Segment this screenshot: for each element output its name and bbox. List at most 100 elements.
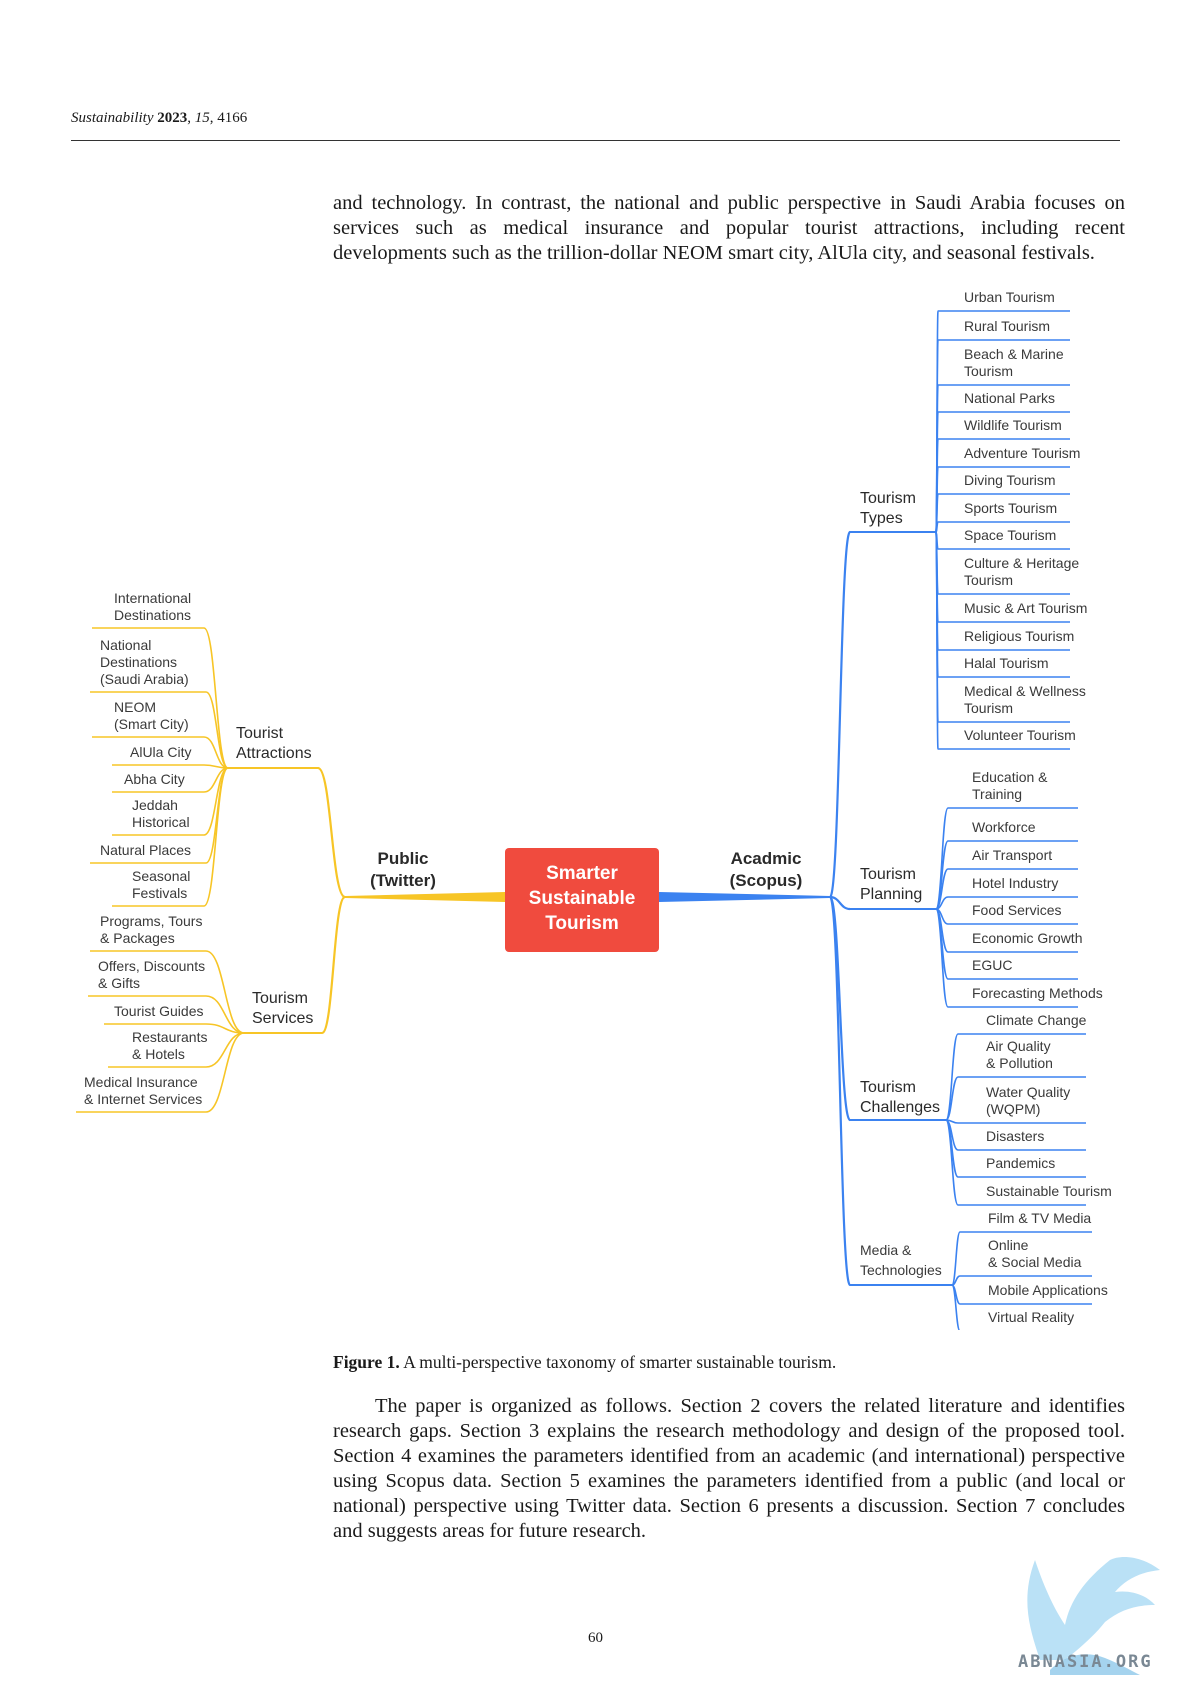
academic-perspective-label-line: (Scopus) <box>730 871 803 890</box>
academic-item-label-line: Forecasting Methods <box>972 985 1103 1001</box>
public-group-label-line: Tourist <box>236 725 284 742</box>
academic-item-label-line: Air Transport <box>972 847 1052 863</box>
public-item-label-line: Programs, Tours <box>100 913 202 929</box>
academic-item-label-line: Pandemics <box>986 1155 1055 1171</box>
public-item-connector <box>205 1023 245 1034</box>
taxonomy-mind-map: SmarterSustainableTourismPublic(Twitter)… <box>76 289 1112 1330</box>
public-item-label-line: Restaurants <box>132 1029 207 1045</box>
academic-item-label-line: Climate Change <box>986 1012 1087 1028</box>
public-item-label-line: Festivals <box>132 885 187 901</box>
public-item-connector <box>203 767 229 907</box>
figure-caption-text: A multi-perspective taxonomy of smarter … <box>403 1352 837 1372</box>
academic-item-connector <box>945 1033 959 1121</box>
public-group-label-line: Tourism <box>252 990 308 1007</box>
center-node-box <box>505 848 659 952</box>
academic-item-label-line: Education & <box>972 769 1048 785</box>
public-item-label-line: International <box>114 590 191 606</box>
academic-item-label-line: Online <box>988 1237 1029 1253</box>
academic-item-connector <box>951 1284 961 1330</box>
academic-item-label-line: Mobile Applications <box>988 1282 1108 1298</box>
academic-item-label-line: & Social Media <box>988 1254 1082 1270</box>
public-item-label-line: Destinations <box>100 654 177 670</box>
academic-group-label-line: Tourism <box>860 866 916 883</box>
academic-group-label-line: Challenges <box>860 1099 940 1116</box>
academic-group-connector <box>829 895 851 911</box>
public-item-label-line: National <box>100 637 151 653</box>
academic-item-label-line: Tourism <box>964 572 1013 588</box>
academic-item-label-line: Training <box>972 786 1022 802</box>
academic-item-label-line: Culture & Heritage <box>964 555 1079 571</box>
page-number: 60 <box>588 1630 603 1646</box>
academic-item-label-line: & Pollution <box>986 1055 1053 1071</box>
article-number: 4166 <box>217 110 248 126</box>
academic-item-label-line: Halal Tourism <box>964 655 1049 671</box>
academic-item-label-line: Tourism <box>964 363 1013 379</box>
academic-group-label-line: Tourism <box>860 1079 916 1096</box>
academic-item-label-line: Sports Tourism <box>964 500 1057 516</box>
public-item-label-line: Seasonal <box>132 868 190 884</box>
public-group-label-line: Services <box>252 1010 313 1027</box>
academic-group-label-line: Media & <box>860 1242 912 1258</box>
public-item-label-line: Historical <box>132 814 190 830</box>
public-item-label-line: (Smart City) <box>114 716 189 732</box>
academic-item-label-line: Wildlife Tourism <box>964 417 1062 433</box>
center-node-label: Tourism <box>545 913 619 934</box>
center-node-label: Smarter <box>546 863 618 884</box>
griffin-logo-watermark <box>1027 1557 1160 1675</box>
academic-item-label-line: Workforce <box>972 819 1036 835</box>
academic-group-connector <box>828 530 852 899</box>
academic-trunk <box>659 892 830 902</box>
academic-item-label-line: Adventure Tourism <box>964 445 1080 461</box>
public-item-connector <box>205 950 245 1034</box>
academic-item-label-line: Tourism <box>964 700 1013 716</box>
academic-item-connector <box>935 908 949 1008</box>
academic-item-label-line: Economic Growth <box>972 930 1082 946</box>
public-item-label-line: & Internet Services <box>84 1091 202 1107</box>
public-item-connector <box>203 736 229 769</box>
intro-paragraph-text: and technology. In contrast, the nationa… <box>333 192 1125 264</box>
public-item-connector <box>205 1032 245 1068</box>
academic-item-label-line: Medical & Wellness <box>964 683 1086 699</box>
public-item-label-line: Tourist Guides <box>114 1003 203 1019</box>
public-item-connector <box>205 995 245 1034</box>
academic-item-label-line: Beach & Marine <box>964 346 1064 362</box>
public-item-connector <box>205 767 229 864</box>
public-perspective-label-line: (Twitter) <box>370 871 436 890</box>
public-item-label-line: NEOM <box>114 699 156 715</box>
academic-item-label-line: (WQPM) <box>986 1101 1040 1117</box>
academic-group-label-line: Tourism <box>860 490 916 507</box>
academic-item-label-line: Volunteer Tourism <box>964 727 1076 743</box>
public-group-connector <box>320 895 347 1035</box>
figure-caption: Figure 1. A multi-perspective taxonomy o… <box>333 1352 836 1373</box>
academic-group-label-line: Planning <box>860 886 922 903</box>
journal-name: Sustainability <box>71 110 154 126</box>
intro-paragraph: and technology. In contrast, the nationa… <box>333 191 1125 266</box>
public-item-label-line: (Saudi Arabia) <box>100 671 189 687</box>
academic-item-connector <box>945 1119 959 1206</box>
public-item-label-line: Abha City <box>124 771 185 787</box>
academic-item-label-line: Air Quality <box>986 1038 1051 1054</box>
public-item-label-line: Natural Places <box>100 842 191 858</box>
public-group-label-line: Attractions <box>236 745 312 762</box>
journal-volume: 15 <box>194 110 210 126</box>
academic-item-label-line: National Parks <box>964 390 1055 406</box>
public-perspective-label-line: Public <box>377 849 428 868</box>
public-item-label-line: & Hotels <box>132 1046 185 1062</box>
public-item-label-line: & Gifts <box>98 975 140 991</box>
academic-item-connector <box>935 531 939 750</box>
academic-item-label-line: Urban Tourism <box>964 289 1055 305</box>
public-item-label-line: Jeddah <box>132 797 178 813</box>
public-trunk <box>345 892 505 902</box>
academic-item-label-line: Space Tourism <box>964 527 1056 543</box>
figure-label: Figure 1. <box>333 1352 400 1372</box>
academic-perspective-label-line: Acadmic <box>731 849 802 868</box>
watermark-text: ABNASIA.ORG <box>1018 1652 1153 1672</box>
public-item-connector <box>205 1032 245 1113</box>
academic-item-connector <box>951 1231 961 1286</box>
public-group-connector <box>317 766 346 899</box>
public-item-label-line: Offers, Discounts <box>98 958 205 974</box>
header-rule <box>71 140 1120 141</box>
academic-item-label-line: Sustainable Tourism <box>986 1183 1112 1199</box>
organization-paragraph-text: The paper is organized as follows. Secti… <box>333 1395 1125 1542</box>
academic-group-label-line: Technologies <box>860 1262 942 1278</box>
